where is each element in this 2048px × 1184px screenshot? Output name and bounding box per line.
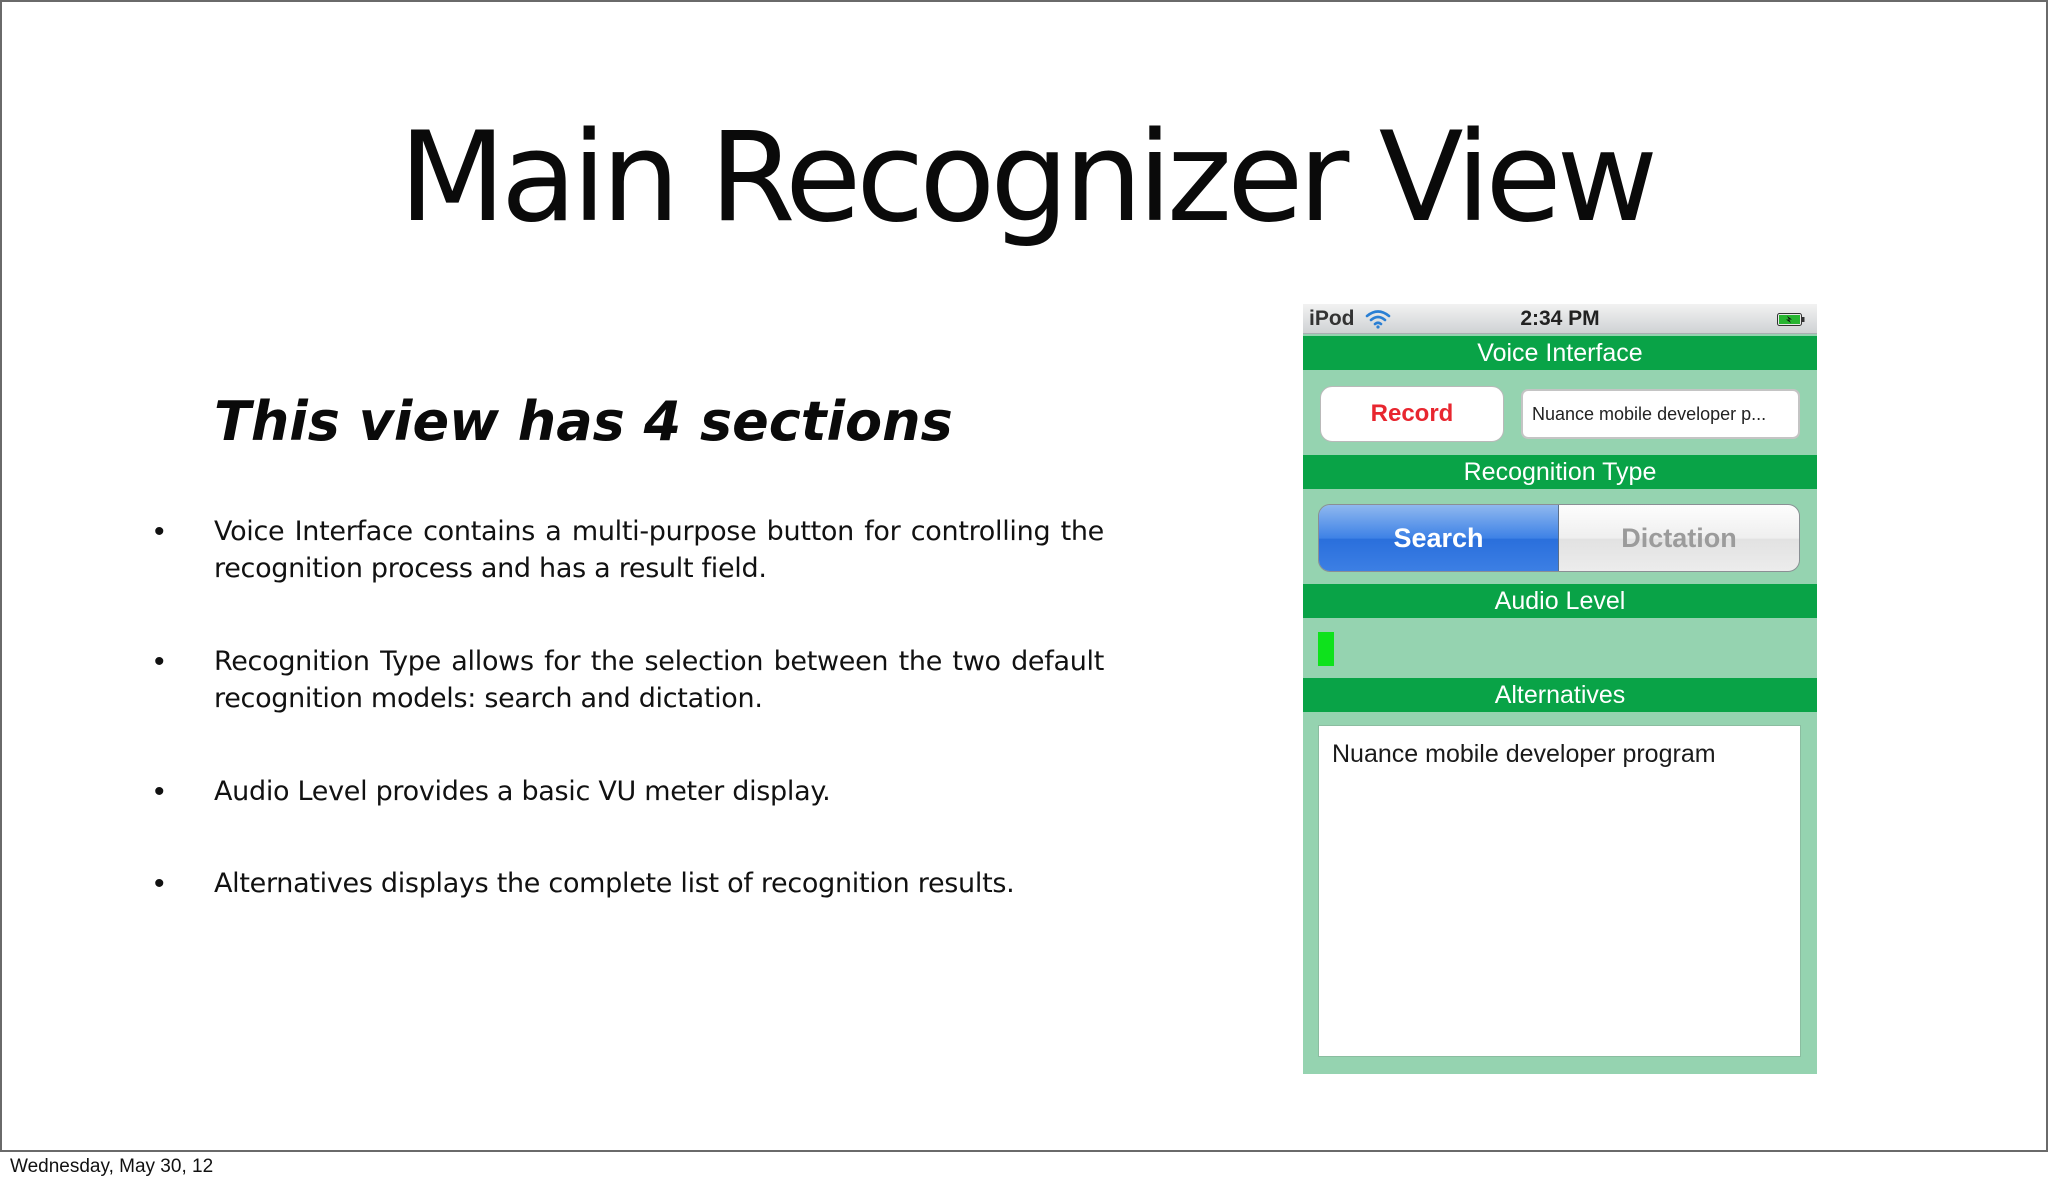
bullet-item-audio-level: • Audio Level provides a basic VU meter … <box>152 773 1104 810</box>
wifi-icon <box>1365 310 1391 329</box>
status-time: 2:34 PM <box>1520 307 1600 330</box>
phone-screenshot: iPod 2:34 PM Voice Interface Record Nuan… <box>1303 304 1817 1074</box>
status-bar: iPod 2:34 PM <box>1303 304 1817 334</box>
section-header-alternatives: Alternatives <box>1303 678 1817 712</box>
bullet-marker: • <box>154 867 165 900</box>
bullet-marker: • <box>154 515 165 548</box>
alternatives-list[interactable]: Nuance mobile developer program <box>1318 725 1801 1057</box>
bullet-text: Audio Level provides a basic VU meter di… <box>214 776 831 807</box>
bullet-text: Alternatives displays the complete list … <box>214 868 1015 899</box>
audio-level-meter <box>1318 632 1334 666</box>
section-header-audio-level: Audio Level <box>1303 584 1817 618</box>
section-header-recognition-type: Recognition Type <box>1303 455 1817 489</box>
bullet-text: Recognition Type allows for the selectio… <box>214 646 1104 714</box>
slide-subtitle: This view has 4 sections <box>214 390 953 453</box>
bullet-marker: • <box>154 775 165 808</box>
segment-dictation[interactable]: Dictation <box>1559 505 1799 571</box>
record-button[interactable]: Record <box>1320 386 1504 442</box>
bullet-item-voice-interface: • Voice Interface contains a multi-purpo… <box>152 513 1104 587</box>
battery-charging-icon <box>1777 313 1805 326</box>
section-header-voice-interface: Voice Interface <box>1303 336 1817 370</box>
bullet-item-recognition-type: • Recognition Type allows for the select… <box>152 643 1104 717</box>
alternative-item[interactable]: Nuance mobile developer program <box>1332 740 1716 768</box>
carrier-label: iPod <box>1309 307 1355 330</box>
segment-search[interactable]: Search <box>1319 505 1559 571</box>
recognition-type-segmented-control: Search Dictation <box>1318 504 1800 572</box>
slide: Main Recognizer View This view has 4 sec… <box>0 0 2048 1152</box>
bullet-text: Voice Interface contains a multi-purpose… <box>214 516 1104 584</box>
bullet-marker: • <box>154 645 165 678</box>
result-field[interactable]: Nuance mobile developer p... <box>1521 389 1800 439</box>
slide-title: Main Recognizer View <box>398 106 1658 250</box>
bullet-item-alternatives: • Alternatives displays the complete lis… <box>152 865 1104 902</box>
footer-date: Wednesday, May 30, 12 <box>10 1156 214 1177</box>
